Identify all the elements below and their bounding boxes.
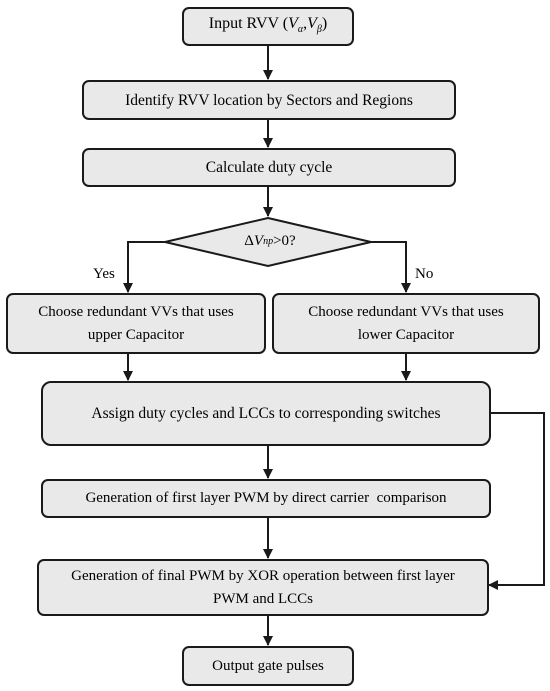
input-separator: , xyxy=(303,14,308,32)
assign-duty-cycles-text: Assign duty cycles and LCCs to correspon… xyxy=(91,405,441,422)
output-gate-pulses-node: Output gate pulses xyxy=(182,646,354,686)
upper-capacitor-choice-text: Choose redundant VVs that uses upper Cap… xyxy=(38,303,234,343)
input-rvv-node: Input RVV (Vα,Vβ) xyxy=(182,7,354,46)
v-alpha: Vα xyxy=(288,14,304,36)
decision-diamond xyxy=(164,216,372,268)
final-pwm-text: Generation of final PWM by XOR operation… xyxy=(71,567,455,607)
lower-capacitor-choice-text: Choose redundant VVs that uses lower Cap… xyxy=(308,303,504,343)
yes-label: Yes xyxy=(93,266,115,282)
final-pwm-node: Generation of final PWM by XOR operation… xyxy=(37,559,489,616)
arrow-yes-branch xyxy=(123,241,165,293)
calculate-duty-cycle-text: Calculate duty cycle xyxy=(205,159,333,176)
assign-duty-cycles-node: Assign duty cycles and LCCs to correspon… xyxy=(41,381,491,446)
no-label: No xyxy=(415,266,434,282)
output-gate-pulses-text: Output gate pulses xyxy=(212,657,324,674)
arrow-no-branch xyxy=(371,241,411,293)
identify-location-node: Identify RVV location by Sectors and Reg… xyxy=(82,80,456,120)
input-prefix: Input RVV ( xyxy=(208,14,289,32)
first-layer-pwm-node: Generation of first layer PWM by direct … xyxy=(41,479,491,518)
calculate-duty-cycle-node: Calculate duty cycle xyxy=(82,148,456,187)
lower-capacitor-choice-node: Choose redundant VVs that uses lower Cap… xyxy=(272,293,540,354)
v-beta: Vβ xyxy=(307,14,322,36)
upper-capacitor-choice-node: Choose redundant VVs that uses upper Cap… xyxy=(6,293,266,354)
input-suffix: ) xyxy=(321,14,328,32)
first-layer-pwm-text: Generation of first layer PWM by direct … xyxy=(85,490,447,506)
arrow-assign-to-final-pwm xyxy=(488,412,545,590)
identify-location-text: Identify RVV location by Sectors and Reg… xyxy=(125,91,413,109)
